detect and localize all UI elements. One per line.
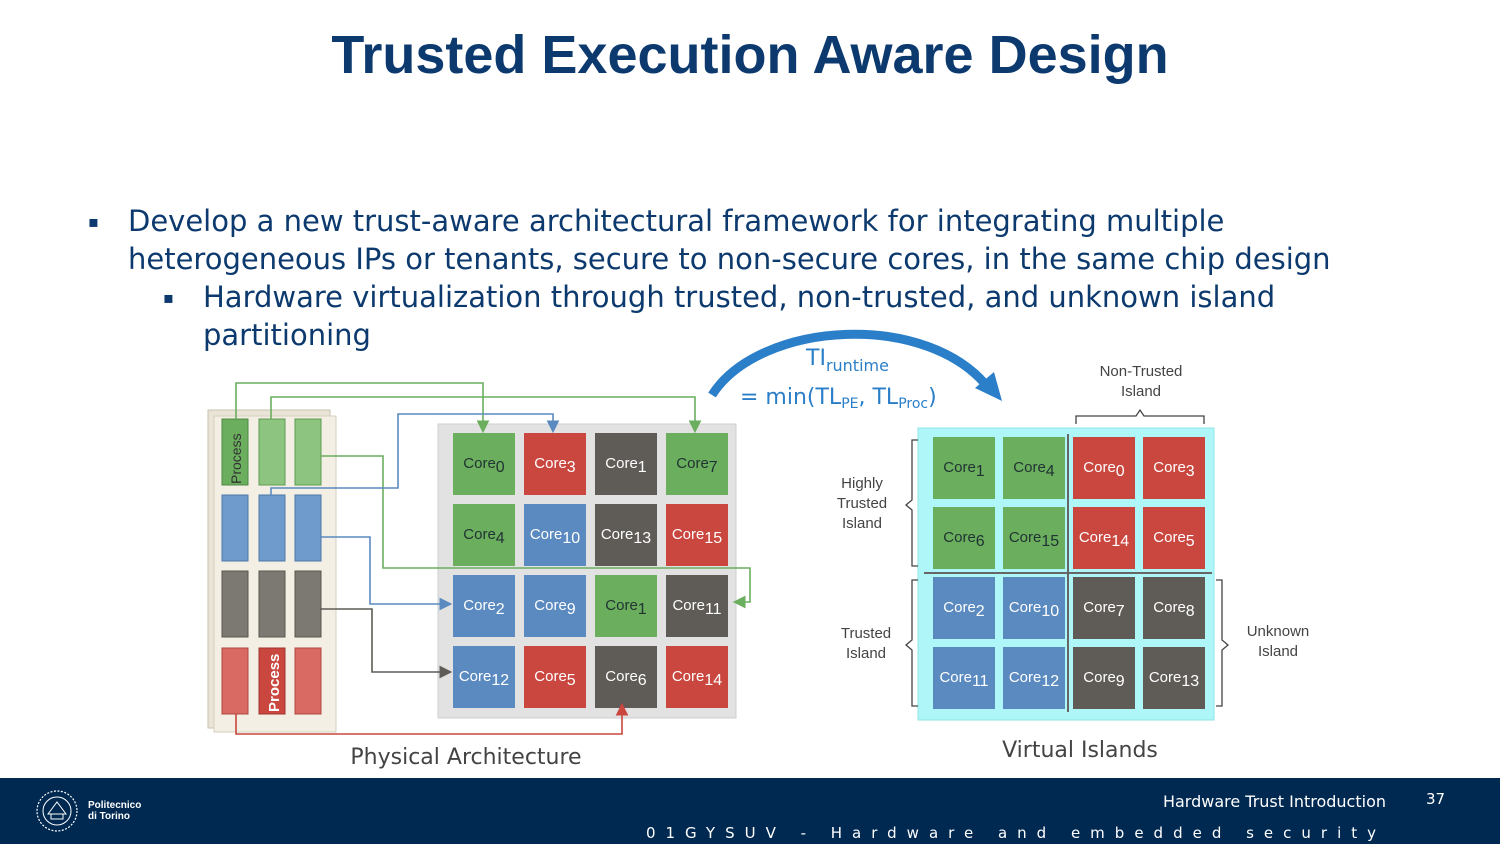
- ti-formula-bottom: = min(TLPE, TLProc): [740, 385, 937, 412]
- virtual-core-tile: [1003, 577, 1065, 639]
- label-non-trusted-2: Island: [1121, 383, 1161, 400]
- process-label-green: Process: [228, 433, 244, 484]
- physical-core-label: Core9: [534, 597, 576, 618]
- label-highly-trusted-1: Highly: [841, 475, 883, 492]
- physical-core-label: Core13: [601, 526, 651, 547]
- virtual-core-label: Core6: [943, 529, 985, 550]
- virtual-core-tile: [933, 507, 995, 569]
- virtual-core-label: Core2: [943, 599, 985, 620]
- physical-core-label: Core14: [672, 668, 722, 689]
- virtual-core-label: Core12: [1009, 669, 1059, 690]
- label-trusted-2: Island: [846, 645, 886, 662]
- virtual-core-tile: [1143, 647, 1205, 709]
- label-trusted-1: Trusted: [841, 625, 891, 642]
- label-highly-trusted-3: Island: [842, 515, 882, 532]
- virtual-caption: Virtual Islands: [1002, 738, 1158, 763]
- virtual-core-label: Core1: [943, 459, 985, 480]
- physical-core-tile: [453, 433, 515, 495]
- physical-core-label: Core1: [605, 455, 647, 476]
- physical-core-tile: [666, 646, 728, 708]
- physical-core-label: Core12: [459, 668, 509, 689]
- page-number: 37: [1426, 790, 1446, 808]
- physical-core-label: Core7: [676, 455, 718, 476]
- island-braces: [904, 408, 1230, 707]
- bullet-main: Develop a new trust-aware architectural …: [128, 204, 1331, 276]
- virtual-core-tile: [1143, 507, 1205, 569]
- ti-arrow: [708, 329, 994, 398]
- virtual-core-label: Core9: [1083, 669, 1125, 690]
- label-unknown-2: Island: [1258, 643, 1298, 660]
- footer-course: 01GYSUV - Hardware and embedded security: [645, 824, 1386, 842]
- slide-title: Trusted Execution Aware Design: [331, 25, 1169, 85]
- virtual-core-label: Core0: [1083, 459, 1125, 480]
- virtual-core-tile: [1143, 437, 1205, 499]
- physical-core-label: Core3: [534, 455, 576, 476]
- virtual-core-tile: [1143, 577, 1205, 639]
- virtual-core-tile: [1073, 577, 1135, 639]
- connection-lines: [235, 382, 751, 735]
- physical-core-tile: [666, 575, 728, 637]
- process-label-red: Process: [266, 654, 283, 712]
- virtual-core-label: Core3: [1153, 459, 1195, 480]
- virtual-core-label: Core10: [1009, 599, 1059, 620]
- physical-core-label: Core0: [463, 455, 505, 476]
- label-non-trusted-1: Non-Trusted: [1100, 363, 1183, 380]
- virtual-core-label: Core13: [1149, 669, 1199, 690]
- virtual-core-tile: [1003, 647, 1065, 709]
- physical-core-label: Core15: [672, 526, 722, 547]
- virtual-core-tile: [1073, 507, 1135, 569]
- virtual-core-label: Core15: [1009, 529, 1059, 550]
- ti-formula-top: TIruntime: [805, 346, 889, 375]
- physical-core-tile: [524, 504, 586, 566]
- virtual-core-tile: [933, 577, 995, 639]
- physical-core-label: Core11: [672, 597, 721, 618]
- physical-core-tile: [453, 646, 515, 708]
- physical-core-tile: [453, 575, 515, 637]
- bullet-sub: Hardware virtualization through trusted,…: [203, 280, 1276, 352]
- virtual-core-label: Core11: [939, 669, 988, 690]
- bullet-marker: ▪: [88, 212, 99, 231]
- physical-core-tile: [666, 433, 728, 495]
- virtual-core-label: Core5: [1153, 529, 1195, 550]
- virtual-core-tile: [933, 437, 995, 499]
- virtual-core-tile: [1073, 437, 1135, 499]
- physical-caption: Physical Architecture: [350, 745, 581, 770]
- label-highly-trusted-2: Trusted: [837, 495, 887, 512]
- label-unknown-1: Unknown: [1247, 623, 1310, 640]
- physical-core-label: Core6: [605, 668, 647, 689]
- physical-core-tile: [453, 504, 515, 566]
- sub-bullet-marker: ▪: [163, 288, 174, 307]
- process-panel: Process Process: [207, 409, 337, 733]
- polito-logo-icon: [36, 790, 78, 832]
- physical-core-label: Core4: [463, 526, 505, 547]
- island-labels: Non-Trusted Island Highly Trusted Island…: [837, 363, 1309, 662]
- virtual-core-tile: [933, 647, 995, 709]
- footer-topic: Hardware Trust Introduction: [1162, 792, 1386, 811]
- physical-core-tile: [595, 646, 657, 708]
- virtual-core-tile: [1003, 507, 1065, 569]
- physical-core-tile: [524, 575, 586, 637]
- physical-core-label: Core2: [463, 597, 505, 618]
- physical-core-label: Core5: [534, 668, 576, 689]
- physical-core-label: Core10: [530, 526, 580, 547]
- physical-core-tile: [524, 433, 586, 495]
- polito-logo-text: Politecnico di Torino: [88, 800, 142, 822]
- virtual-core-label: Core4: [1013, 459, 1055, 480]
- virtual-core-label: Core8: [1153, 599, 1195, 620]
- virtual-core-label: Core7: [1083, 599, 1125, 620]
- physical-core-tile: [595, 575, 657, 637]
- physical-core-tile: [524, 646, 586, 708]
- virtual-core-tile: [1003, 437, 1065, 499]
- physical-core-tile: [595, 504, 657, 566]
- virtual-core-tile: [1073, 647, 1135, 709]
- ti-arrowhead: [975, 372, 1002, 401]
- physical-core-label: Core1: [605, 597, 647, 618]
- footer-bar: Politecnico di Torino Hardware Trust Int…: [0, 778, 1500, 844]
- virtual-core-label: Core14: [1079, 529, 1129, 550]
- physical-core-tile: [666, 504, 728, 566]
- physical-core-tile: [595, 433, 657, 495]
